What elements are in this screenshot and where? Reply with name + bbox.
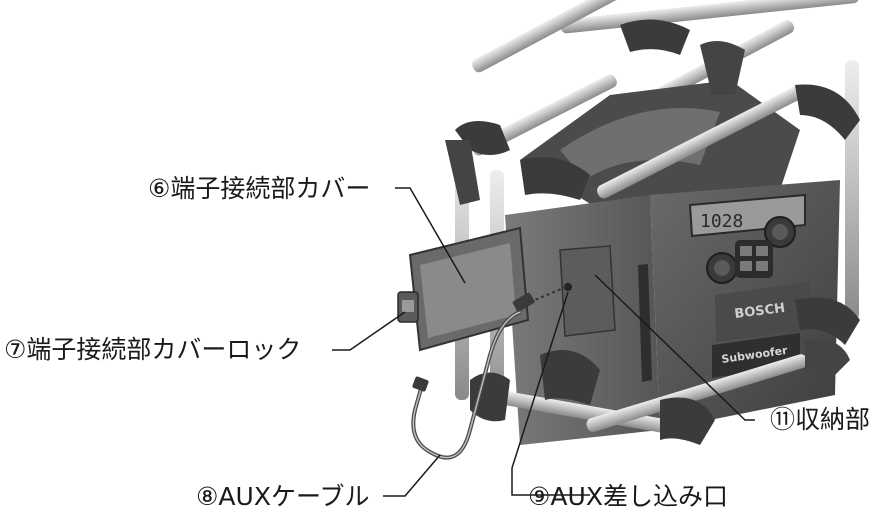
label-terminal-cover: ⑥端子接続部カバー	[148, 174, 371, 203]
brand-logo-text: BOSCH	[734, 301, 786, 322]
leader-terminal-cover-lock	[332, 311, 406, 351]
label-terminal-cover-lock: ⑦端子接続部カバーロック	[4, 335, 302, 364]
leader-storage	[594, 274, 755, 421]
label-aux-jack: ⑨AUX差し込み口	[528, 482, 728, 511]
label-aux-cable: ⑧AUXケーブル	[196, 482, 370, 511]
display-readout: 1028	[700, 211, 743, 232]
leader-aux-cable	[383, 454, 441, 497]
roll-cage-front	[445, 19, 860, 445]
leader-lines	[332, 187, 755, 497]
terminal-cover-illustration	[397, 226, 530, 352]
aux-cable-illustration	[411, 286, 567, 460]
label-storage: ⑪収納部	[770, 405, 871, 434]
leader-aux-jack	[511, 291, 590, 496]
leader-terminal-cover	[395, 187, 466, 284]
